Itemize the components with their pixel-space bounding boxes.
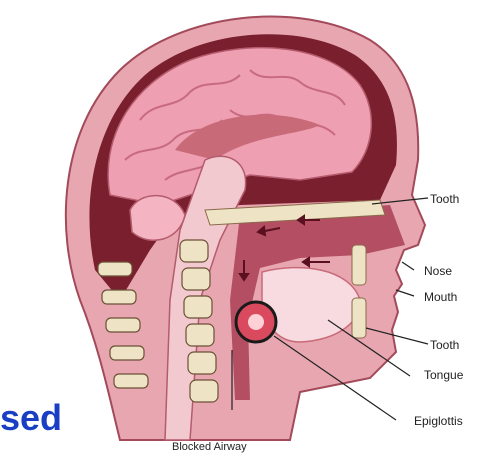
upper-tooth — [352, 245, 366, 285]
label-tooth-bottom: Tooth — [430, 338, 459, 352]
label-tongue: Tongue — [424, 368, 463, 382]
label-mouth: Mouth — [424, 290, 457, 304]
label-nose: Nose — [424, 264, 452, 278]
label-epiglottis: Epiglottis — [414, 414, 463, 428]
label-tooth-top: Tooth — [430, 192, 459, 206]
label-blocked-airway: Blocked Airway — [172, 440, 247, 454]
slide-title-fragment: sed — [0, 398, 62, 438]
epiglottis-core — [248, 314, 264, 330]
lower-tooth — [352, 298, 366, 338]
